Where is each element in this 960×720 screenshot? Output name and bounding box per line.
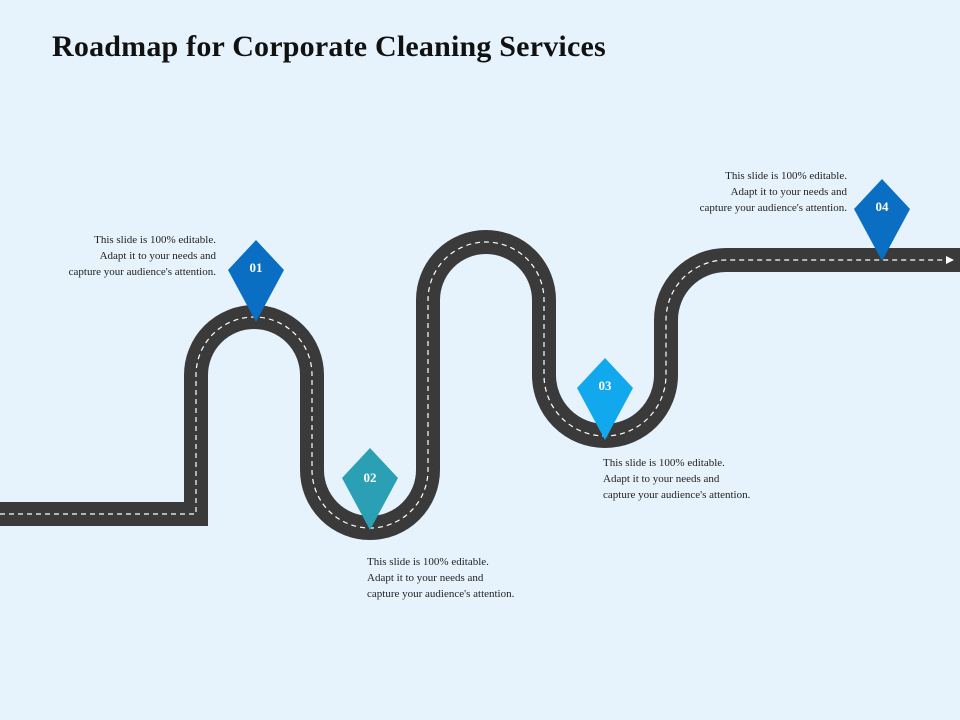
milestone-number-02: 02: [363, 470, 377, 485]
milestone-marker-03[interactable]: 03: [577, 358, 633, 440]
milestone-number-04: 04: [875, 199, 889, 214]
milestone-marker-02[interactable]: 02: [342, 448, 398, 530]
milestone-marker-04[interactable]: 04: [854, 179, 910, 261]
milestone-description-04: This slide is 100% editable. Adapt it to…: [699, 170, 847, 214]
milestone-description-02: This slide is 100% editable. Adapt it to…: [367, 556, 515, 600]
milestone-number-03: 03: [598, 378, 612, 393]
slide-title: Roadmap for Corporate Cleaning Services: [52, 30, 606, 63]
marker-diamond-icon: [854, 179, 910, 261]
milestone-description-01: This slide is 100% editable. Adapt it to…: [68, 234, 216, 278]
milestone-marker-01[interactable]: 01: [228, 240, 284, 322]
road-surface: [0, 230, 960, 540]
milestone-description-03: This slide is 100% editable. Adapt it to…: [603, 457, 751, 501]
road-arrow-icon: [946, 256, 954, 264]
marker-diamond-icon: [577, 358, 633, 440]
marker-diamond-icon: [228, 240, 284, 322]
milestone-number-01: 01: [249, 260, 263, 275]
marker-diamond-icon: [342, 448, 398, 530]
road-lane-marking: [0, 241, 948, 529]
